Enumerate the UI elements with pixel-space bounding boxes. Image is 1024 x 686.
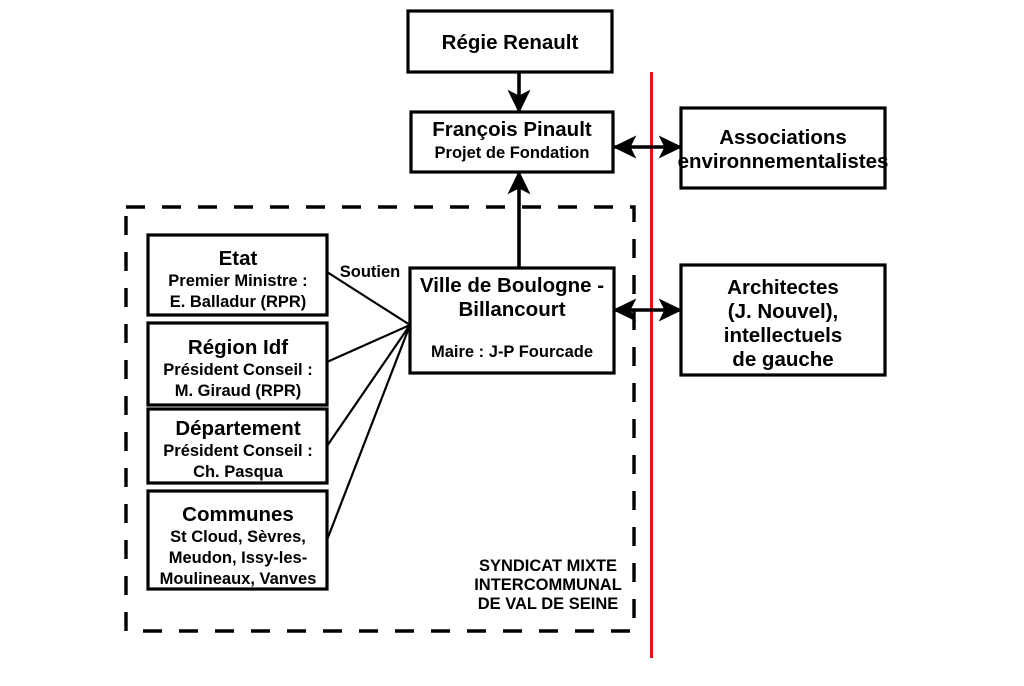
node-regie-renault-title: Régie Renault [442,31,579,54]
edge-label-soutien: Soutien [340,263,401,281]
node-departement[interactable]: Département Président Conseil : Ch. Pasq… [146,407,329,485]
node-ville-subtitle: Maire : J-P Fourcade [431,343,593,361]
node-francois-pinault-subtitle: Projet de Fondation [435,144,590,162]
node-region-idf-title: Région Idf [188,336,288,359]
node-francois-pinault-title: François Pinault [432,118,592,141]
node-departement-box [146,407,329,485]
syndicat-label-line1: SYNDICAT MIXTE [479,557,617,575]
node-region-idf-line2: M. Giraud (RPR) [175,382,302,400]
node-communes-box [146,489,329,591]
node-departement-title: Département [175,417,300,440]
node-etat-line2: E. Balladur (RPR) [170,293,307,311]
node-associations[interactable]: Associations environnementalistes [678,106,889,190]
node-associations-line2: environnementalistes [678,150,889,173]
node-region-idf[interactable]: Région Idf Président Conseil : M. Giraud… [146,321,329,407]
node-departement-line1: Président Conseil : [163,442,312,460]
syndicat-label-line3: DE VAL DE SEINE [478,595,619,613]
node-communes-title: Communes [182,503,294,526]
connector-region-to-ville [326,323,411,364]
syndicat-region-label: SYNDICAT MIXTE INTERCOMMUNAL DE VAL DE S… [474,557,622,613]
node-associations-box [679,106,887,190]
connector-departement-to-ville [326,324,411,447]
node-associations-line1: Associations [719,126,847,149]
node-architectes-line2: (J. Nouvel), [728,300,839,323]
node-francois-pinault-box [409,110,615,174]
connector-etat-to-ville [326,271,411,326]
node-etat[interactable]: Etat Premier Ministre : E. Balladur (RPR… [146,233,329,317]
node-etat-line1: Premier Ministre : [168,272,307,290]
node-ville-title-line2: Billancourt [458,298,565,321]
node-francois-pinault[interactable]: François Pinault Projet de Fondation [409,110,615,174]
node-ville-title-line1: Ville de Boulogne - [420,274,604,297]
node-etat-box [146,233,329,317]
node-architectes-line4: de gauche [732,348,833,371]
node-architectes-line3: intellectuels [724,324,843,347]
node-communes-line1: St Cloud, Sèvres, [170,528,306,546]
node-etat-title: Etat [219,247,258,270]
node-communes-line3: Moulineaux, Vanves [160,570,317,588]
node-ville-box [408,266,616,375]
syndicat-label-line2: INTERCOMMUNAL [474,576,622,594]
node-communes[interactable]: Communes St Cloud, Sèvres, Meudon, Issy-… [146,489,329,591]
node-architectes[interactable]: Architectes (J. Nouvel), intellectuels d… [679,263,887,377]
node-ville-boulogne-billancourt[interactable]: Ville de Boulogne - Billancourt Maire : … [408,266,616,375]
node-regie-renault-box [406,9,614,74]
node-architectes-line1: Architectes [727,276,839,299]
node-departement-line2: Ch. Pasqua [193,463,284,481]
node-region-idf-line1: Président Conseil : [163,361,312,379]
node-architectes-box [679,263,887,377]
connector-communes-to-ville [325,324,412,541]
syndicat-region-boundary [124,205,636,633]
node-region-idf-box [146,321,329,407]
node-communes-line2: Meudon, Issy-les- [169,549,307,567]
node-regie-renault[interactable]: Régie Renault [406,9,614,74]
